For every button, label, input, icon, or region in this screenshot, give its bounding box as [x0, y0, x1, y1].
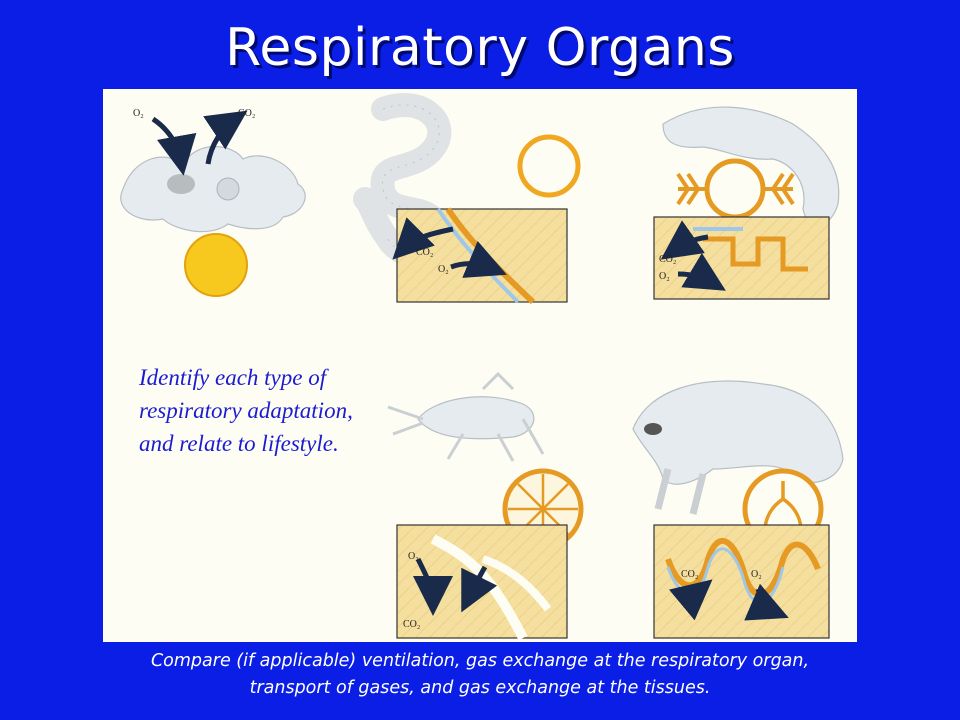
svg-text:O₂: O₂: [438, 264, 449, 275]
o2-label: O₂: [133, 108, 144, 119]
respiratory-diagram: O₂ CO₂ CO₂ O₂ CO₂: [120, 93, 844, 641]
svg-text:CO₂: CO₂: [681, 569, 698, 580]
earthworm-figure: CO₂ O₂: [353, 93, 581, 305]
salamander-body-section: [704, 158, 766, 220]
body-surface-circle: [184, 233, 248, 297]
svg-text:O₂: O₂: [408, 551, 419, 562]
grasshopper-icon: [417, 396, 535, 440]
amoeba-icon: [120, 145, 306, 233]
co2-label: CO₂: [238, 108, 255, 119]
svg-text:CO₂: CO₂: [659, 254, 676, 265]
question-text: Identify each type of respiratory adapta…: [139, 365, 353, 456]
svg-text:O₂: O₂: [751, 569, 762, 580]
grasshopper-figure: O₂ CO₂: [387, 371, 584, 641]
gill-right: [763, 172, 795, 206]
raccoon-figure: CO₂ O₂: [632, 380, 844, 639]
svg-text:CO₂: CO₂: [403, 619, 420, 630]
gill-left: [676, 172, 708, 206]
caption-line-2: transport of gases, and gas exchange at …: [249, 678, 711, 698]
amoeba-figure: O₂ CO₂: [120, 108, 306, 297]
svg-text:CO₂: CO₂: [416, 247, 433, 258]
salamander-figure: CO₂ O₂: [653, 106, 840, 300]
caption-line-1: Compare (if applicable) ventilation, gas…: [150, 651, 810, 671]
slide-caption: Compare (if applicable) ventilation, gas…: [40, 648, 920, 702]
svg-text:O₂: O₂: [659, 271, 670, 282]
worm-cross-section: [517, 134, 581, 198]
slide-title: Respiratory Organs: [225, 18, 735, 78]
illustration-panel: O₂ CO₂ CO₂ O₂ CO₂: [103, 89, 857, 642]
